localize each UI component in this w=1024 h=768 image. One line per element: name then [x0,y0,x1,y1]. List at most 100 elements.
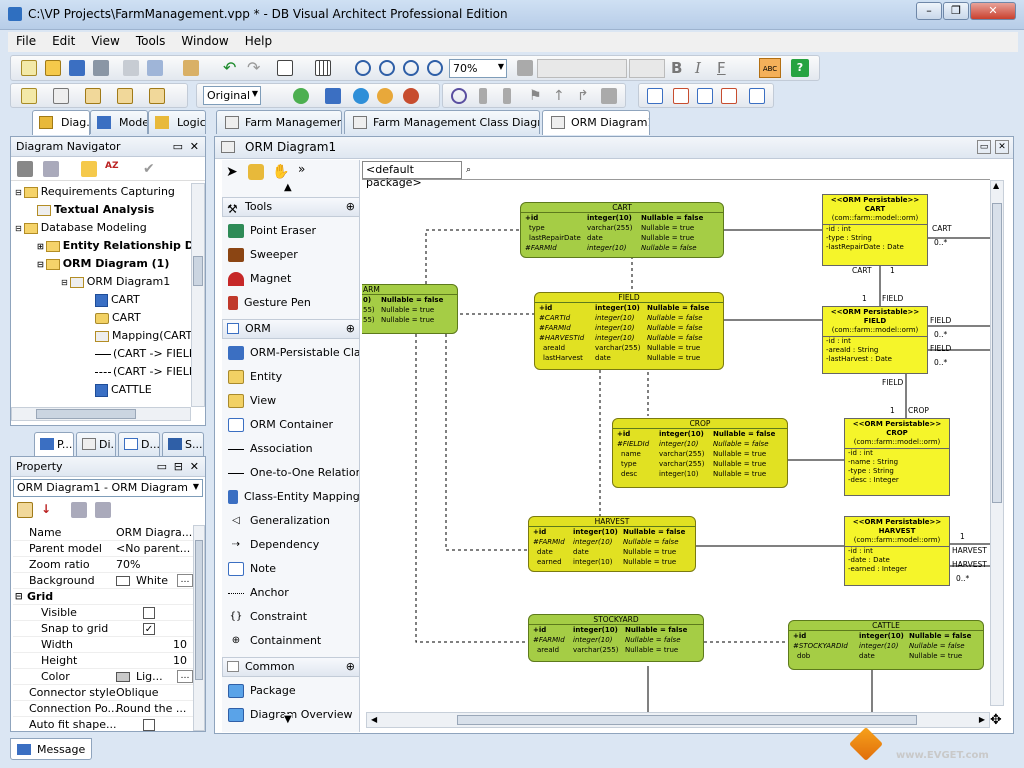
palette-item-dependency[interactable]: ⇢Dependency [228,534,359,556]
tab-documentation[interactable]: D... [118,432,160,456]
bold-button[interactable]: B [671,59,683,77]
pin-icon[interactable]: ⊟ [173,460,183,473]
zoom-select[interactable]: 70%▼ [449,59,507,78]
tab-farm-management-class-diagram[interactable]: Farm Management Class Diagram [344,110,540,134]
grid-icon[interactable] [315,60,331,76]
prop-row[interactable]: Parent model<No parent... [13,541,195,557]
sync-icon[interactable] [293,88,309,104]
palette-item-class-entity-mapping[interactable]: Class-Entity Mapping [228,486,359,508]
palette-item-note[interactable]: Note [228,558,359,580]
tree-item[interactable]: ⊟Requirements Capturing [15,183,175,201]
palette-item-anchor[interactable]: Anchor [228,582,359,604]
menu-edit[interactable]: Edit [52,34,76,48]
menu-tools[interactable]: Tools [135,34,166,48]
zoom-out-icon[interactable] [379,60,395,76]
palette-item-package[interactable]: Package [228,680,359,702]
scroll-right-icon[interactable]: ▶ [978,715,985,724]
zoom-actual-icon[interactable] [427,60,443,76]
redo-icon[interactable]: ↷ [247,58,261,77]
tab-diagram-navigator[interactable]: Diag... [32,110,90,135]
flag-icon[interactable]: ⚑ [529,88,542,104]
search-icon[interactable]: ⌕ [466,165,472,175]
tab-orm-diagram1[interactable]: ORM Diagram1 [542,110,650,135]
palette-section-common[interactable]: Common⊕ [222,657,359,677]
float-icon[interactable]: ▭ [156,460,167,473]
palette-item-magnet[interactable]: Magnet [228,268,359,290]
copy-icon[interactable] [147,60,163,76]
palette-item-diagram-overview[interactable]: Diagram Overview [228,704,359,726]
palette-item-point-eraser[interactable]: Point Eraser [228,220,359,242]
palette-item-orm-container[interactable]: ORM Container [228,414,359,436]
scroll-thumb[interactable] [195,540,203,680]
prop-row[interactable]: Connection Po...Round the ... [13,701,195,717]
scroll-thumb[interactable] [457,715,917,725]
menu-window[interactable]: Window [181,34,229,48]
canvas-vscrollbar[interactable]: ▲ [990,180,1004,706]
layout-icon[interactable] [277,60,293,76]
open-icon[interactable] [45,60,61,76]
reverse-icon[interactable] [353,88,369,104]
bar-a-icon[interactable] [479,88,487,104]
message-tab[interactable]: Message [10,738,92,760]
tree-item[interactable]: Textual Analysis [37,201,154,219]
orm-class-harvest[interactable]: <<ORM Persistable>>HARVEST(com::farm::mo… [844,516,950,586]
zoom-fit-icon[interactable] [403,60,419,76]
prop-row[interactable]: Auto fit shape... [13,717,195,731]
save-icon[interactable] [69,60,85,76]
hand-icon[interactable]: ✋ [272,164,290,180]
connector-icon[interactable] [601,88,617,104]
orm-class-crop[interactable]: <<ORM Persistable>>CROP(com::farm::model… [844,418,950,496]
palette-item-one-to-one[interactable]: One-to-One Relation [228,462,359,484]
palette-item-sweeper[interactable]: Sweeper [228,244,359,266]
help-icon[interactable]: ? [791,59,809,77]
tab-property[interactable]: P... [34,432,74,457]
scroll-left-icon[interactable]: ◀ [371,715,378,724]
lock-icon[interactable] [248,164,264,180]
orm-class-cart[interactable]: <<ORM Persistable>>CART(com::farm::model… [822,194,928,266]
tree-item[interactable]: ⊟ORM Diagram1 [61,273,170,291]
scroll-thumb[interactable] [193,256,203,286]
cut-icon[interactable] [123,60,139,76]
sort-az-icon[interactable]: AZ [105,161,119,171]
ddl-icon[interactable] [325,88,341,104]
palette-section-tools[interactable]: ⚒Tools⊕ [222,197,359,217]
tree-item[interactable]: CART [95,291,140,309]
close-icon[interactable]: ✕ [189,460,199,473]
prop-a-icon[interactable] [71,502,87,518]
sort-icon[interactable]: ↓ [41,502,52,516]
tree-item[interactable]: CART [95,309,141,327]
menu-file[interactable]: File [16,34,37,48]
close-button[interactable]: ✕ [970,2,1016,20]
nav-folder-icon[interactable] [81,161,97,177]
orm-gen-icon[interactable] [377,88,393,104]
ellipsis-button[interactable]: … [177,574,193,587]
diagram-a-icon[interactable] [53,88,69,104]
prop-b-icon[interactable] [95,502,111,518]
font-color-button[interactable]: F [717,59,726,77]
arrow-branch-icon[interactable]: ↱ [577,88,589,104]
font-select[interactable] [537,59,627,78]
tab-model-explorer[interactable]: Mode... [90,110,148,134]
format-painter-icon[interactable] [517,60,533,76]
italic-button[interactable]: I [695,59,701,77]
tab-diagram-overview[interactable]: Di... [76,432,116,456]
mode-select[interactable]: Original▼ [203,86,261,105]
diagram-b-icon[interactable] [85,88,101,104]
navigator-vscrollbar[interactable] [191,183,205,407]
orm-class-field[interactable]: <<ORM Persistable>>FIELD(com::farm::mode… [822,306,928,374]
entity-farm[interactable]: ARM 0)Nullable = false 55)Nullable = tru… [362,284,458,334]
palette-item-constraint[interactable]: {}Constraint [228,606,359,628]
tree-item[interactable]: (CART -> FIELD [95,345,191,363]
prop-row[interactable]: Snap to grid✓ [13,621,195,637]
more-icon[interactable]: » [298,162,306,176]
palette-item-gesture-pen[interactable]: Gesture Pen [228,292,359,314]
